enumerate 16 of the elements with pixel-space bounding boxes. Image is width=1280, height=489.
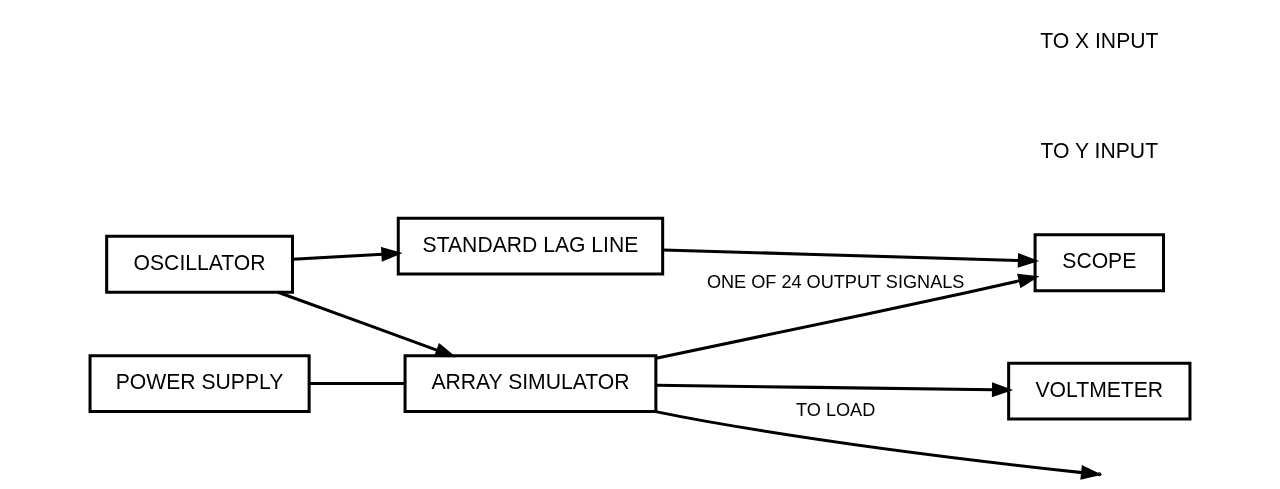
node-box: STANDARD LAG LINE — [396, 216, 665, 276]
label: TO X INPUT — [1040, 28, 1159, 52]
arrow — [292, 246, 403, 262]
edge-label: ONE OF 24 OUTPUT SIGNALS — [706, 271, 965, 292]
label: TO Y INPUT — [1040, 139, 1159, 163]
node-box: OSCILLATOR — [105, 234, 294, 294]
node-box: SCOPE — [1033, 233, 1166, 293]
node-box: POWER SUPPLY — [88, 354, 311, 414]
arrow — [663, 248, 1040, 268]
arrow — [655, 273, 1040, 360]
node-box: VOLTMETER — [1007, 361, 1192, 421]
edge-label: TO LOAD — [796, 400, 876, 421]
arrow — [656, 382, 1014, 398]
node-box: ARRAY SIMULATOR — [403, 354, 658, 414]
connector — [309, 382, 405, 386]
arrow — [277, 290, 457, 358]
